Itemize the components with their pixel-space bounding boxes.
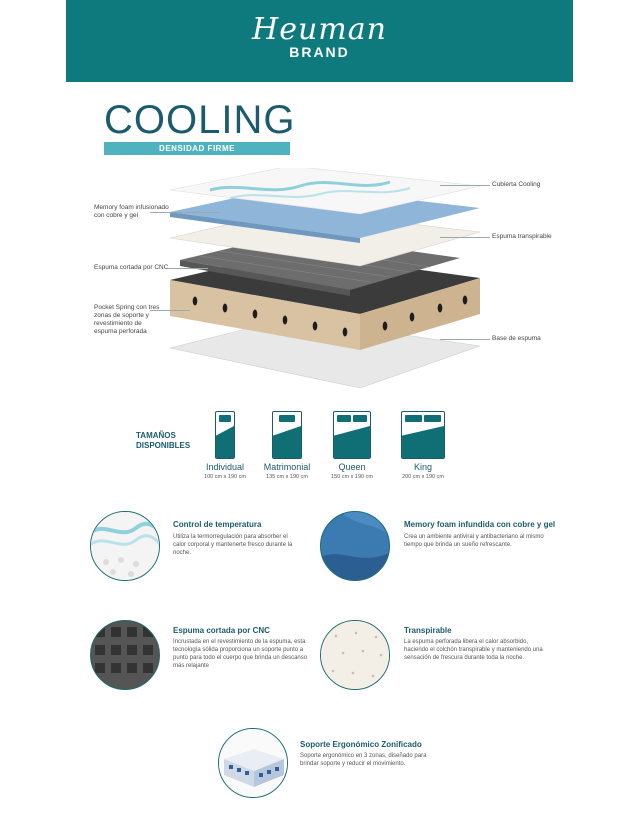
leader-cooling-cover bbox=[440, 185, 490, 186]
size-queen: Queen 150 cm x 190 cm bbox=[322, 411, 382, 480]
size-matrimonial: Matrimonial 135 cm x 190 cm bbox=[258, 411, 316, 480]
product-title: COOLING bbox=[104, 98, 296, 142]
size-dimensions: 200 cm x 190 cm bbox=[402, 474, 444, 480]
label-cooling-cover: Cubierta Cooling bbox=[492, 181, 541, 188]
size-name: Matrimonial bbox=[263, 462, 311, 472]
leader-breathable-foam bbox=[440, 237, 490, 238]
label-pocket-spring: Pocket Spring con tres zonas de soporte … bbox=[94, 304, 160, 335]
memory-foam-image bbox=[320, 511, 390, 581]
brand-logo-script: Heuman bbox=[252, 12, 387, 47]
sizes-title: TAMAÑOS DISPONIBLES bbox=[136, 431, 191, 450]
size-name: Queen bbox=[338, 462, 366, 472]
label-cnc-foam: Espuma cortada por CNC bbox=[94, 264, 169, 271]
feature-description: Utiliza la termorregulación para absorbe… bbox=[173, 534, 293, 556]
feature-description: Incrustada en el revestimiento de la esp… bbox=[173, 639, 308, 669]
label-foam-base: Base de espuma bbox=[492, 335, 541, 342]
size-dimensions: 135 cm x 190 cm bbox=[266, 474, 308, 480]
feature-title: Transpirable bbox=[404, 626, 452, 635]
leader-pocket-spring bbox=[150, 310, 190, 311]
spring-box-side bbox=[360, 278, 480, 350]
feature-title: Control de temperatura bbox=[173, 520, 262, 529]
cnc-foam-image bbox=[90, 620, 160, 690]
bed-matrimonial-icon bbox=[272, 411, 302, 459]
feature-title: Memory foam infundida con cobre y gel bbox=[404, 520, 556, 529]
feature-title: Espuma cortada por CNC bbox=[173, 626, 270, 635]
ergonomic-support-image bbox=[218, 728, 288, 798]
feature-title: Soporte Ergonómico Zonificado bbox=[300, 740, 422, 749]
size-king: King 200 cm x 190 cm bbox=[393, 411, 453, 480]
bed-individual-icon bbox=[215, 411, 235, 459]
feature-description: Crea un ambiente antiviral y antibacteri… bbox=[404, 534, 544, 548]
feature-description: Soporte ergonómico en 3 zonas, diseñado … bbox=[300, 753, 427, 767]
label-breathable-foam: Espuma transpirable bbox=[492, 233, 552, 240]
density-badge: DENSIDAD FIRME bbox=[104, 142, 290, 155]
cooling-cover-layer bbox=[169, 168, 481, 215]
size-name: Individual bbox=[205, 462, 245, 472]
bed-queen-icon bbox=[333, 411, 371, 459]
leader-cnc-foam bbox=[168, 268, 208, 269]
brand-logo-word: BRAND bbox=[289, 44, 350, 60]
spring-box-holes bbox=[192, 295, 468, 337]
feature-description: La espuma perforada libera el calor abso… bbox=[404, 639, 543, 661]
spring-box-front bbox=[170, 280, 360, 350]
breathable-foam-image bbox=[320, 620, 390, 690]
size-name: King bbox=[413, 462, 432, 472]
bed-king-icon bbox=[401, 411, 445, 459]
temperature-control-image bbox=[90, 511, 160, 581]
mattress-layers-illustration bbox=[169, 168, 481, 389]
size-dimensions: 100 cm x 190 cm bbox=[204, 474, 246, 480]
size-individual: Individual 100 cm x 190 cm bbox=[196, 411, 254, 480]
leader-memory-foam bbox=[150, 212, 220, 213]
size-dimensions: 150 cm x 190 cm bbox=[331, 474, 373, 480]
leader-foam-base bbox=[440, 339, 490, 340]
label-memory-foam: Memory foam infusionado con cobre y gel bbox=[94, 204, 169, 219]
brand-header: Heuman BRAND bbox=[66, 0, 573, 82]
